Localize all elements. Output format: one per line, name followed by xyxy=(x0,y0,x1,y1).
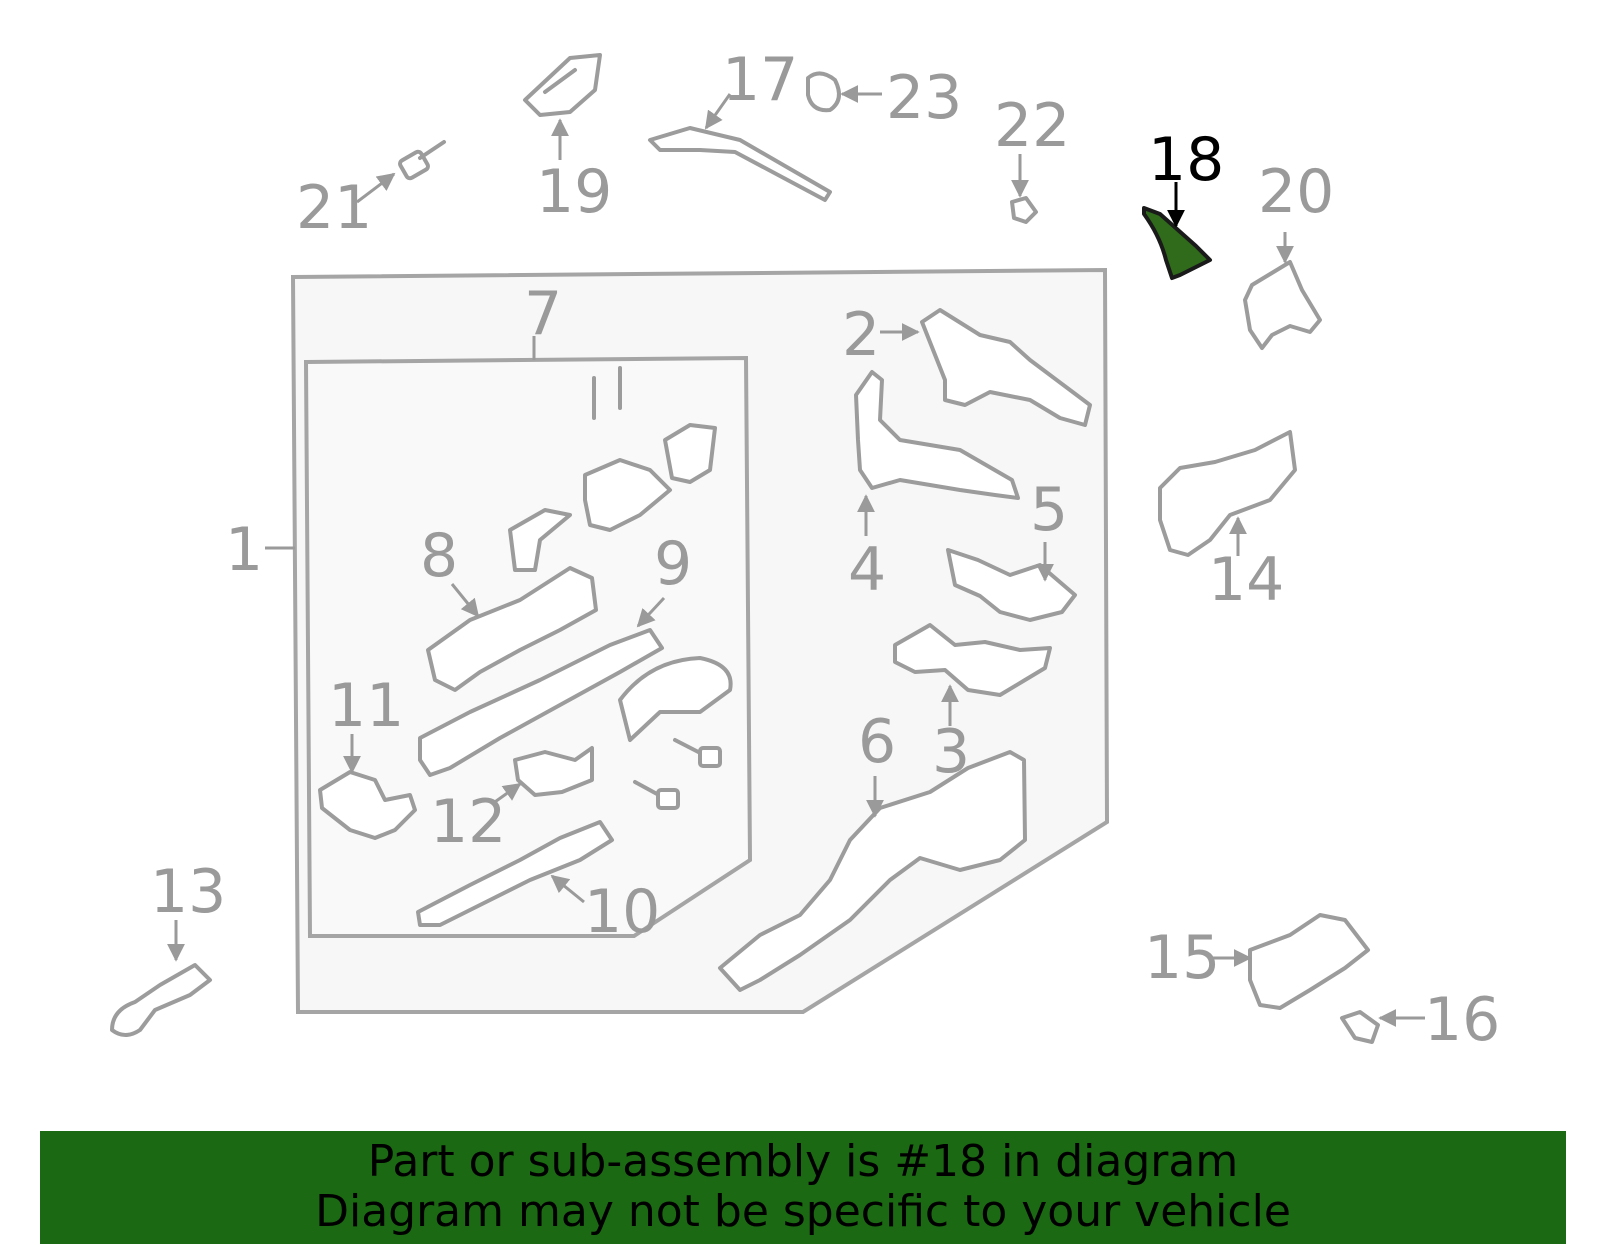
part-20-bracket[interactable] xyxy=(1243,260,1322,350)
callout-18: 18 xyxy=(1148,125,1224,195)
callout-3: 3 xyxy=(932,717,970,787)
callout-5: 5 xyxy=(1030,475,1068,545)
callout-2: 2 xyxy=(842,300,880,370)
part-16-clip[interactable] xyxy=(1340,1010,1380,1044)
callout-6: 6 xyxy=(858,707,896,777)
part-9-rocker[interactable] xyxy=(418,628,664,777)
callout-12: 12 xyxy=(430,787,506,857)
callout-19: 19 xyxy=(536,157,612,227)
part-6-side-member[interactable] xyxy=(718,750,1027,992)
part-15-bracket[interactable] xyxy=(1248,913,1370,1010)
callout-17: 17 xyxy=(722,45,798,115)
callout-4: 4 xyxy=(848,535,886,605)
callout-10: 10 xyxy=(584,877,660,947)
callout-23: 23 xyxy=(886,63,962,133)
part-11-bracket[interactable] xyxy=(318,770,417,840)
part-5-reinforcement[interactable] xyxy=(946,548,1077,622)
callout-15: 15 xyxy=(1144,923,1220,993)
part-2-rail[interactable] xyxy=(920,308,1092,427)
part-23-grommet[interactable] xyxy=(806,71,841,113)
callout-16: 16 xyxy=(1424,985,1500,1055)
part-3-reinforcement[interactable] xyxy=(893,623,1052,697)
callout-13: 13 xyxy=(150,857,226,927)
part-13-tow-hook[interactable] xyxy=(110,963,212,1037)
callout-1: 1 xyxy=(225,515,263,585)
callout-8: 8 xyxy=(420,521,458,591)
part-14-rail[interactable] xyxy=(1158,430,1297,557)
info-banner: Part or sub-assembly is #18 in diagram D… xyxy=(40,1131,1566,1244)
part-bolts-group[interactable] xyxy=(633,738,722,810)
callout-11: 11 xyxy=(328,671,404,741)
callout-20: 20 xyxy=(1258,157,1334,227)
part-4-apron[interactable] xyxy=(854,370,1020,500)
callout-22: 22 xyxy=(994,91,1070,161)
part-17-brace[interactable] xyxy=(648,126,832,202)
part-18-bracket[interactable] xyxy=(1142,206,1212,280)
part-21-bolt[interactable] xyxy=(398,140,446,181)
callout-21: 21 xyxy=(296,173,372,243)
callout-14: 14 xyxy=(1208,545,1284,615)
banner-line-1: Part or sub-assembly is #18 in diagram xyxy=(367,1136,1239,1187)
part-8-sill[interactable] xyxy=(426,566,598,692)
part-10-crossmember[interactable] xyxy=(416,820,614,927)
part-7-bracket-group[interactable] xyxy=(508,366,717,572)
part-9-wheelhouse[interactable] xyxy=(618,656,733,742)
callout-9: 9 xyxy=(654,529,692,599)
banner-line-2: Diagram may not be specific to your vehi… xyxy=(315,1186,1291,1237)
part-12-brace[interactable] xyxy=(513,746,594,797)
part-19-bracket[interactable] xyxy=(523,53,602,117)
callout-7: 7 xyxy=(524,279,562,349)
part-22-clip[interactable] xyxy=(1010,196,1038,224)
